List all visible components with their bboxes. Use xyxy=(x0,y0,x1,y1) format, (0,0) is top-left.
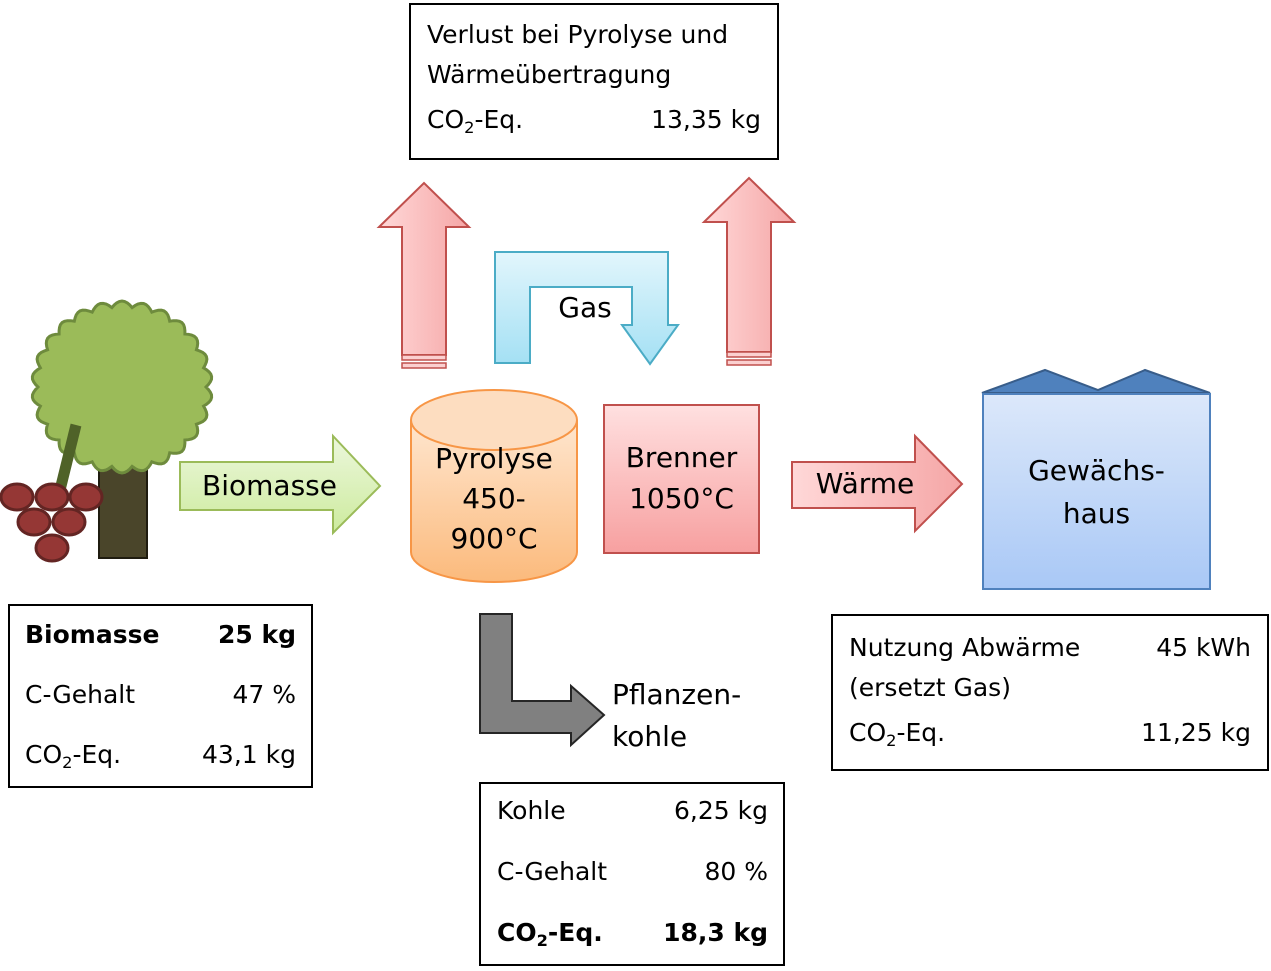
gas-label: Gas xyxy=(558,291,612,324)
loss-title-line1: Verlust bei Pyrolyse und xyxy=(427,20,729,49)
greenhouse-body xyxy=(982,393,1211,590)
biomass-mass-value: 25 kg xyxy=(217,620,296,649)
heat-co2-value: 11,25 kg xyxy=(1141,718,1251,747)
biochar-info-box: Kohle 6,25 kg C-Gehalt 80 % CO2-Eq. 18,3… xyxy=(479,782,785,966)
char-carbon-row: C-Gehalt 80 % xyxy=(497,857,768,918)
biomass-co2-value: 43,1 kg xyxy=(202,740,296,769)
char-co2-value: 18,3 kg xyxy=(663,918,768,947)
tree-icon xyxy=(0,299,214,563)
biomass-carbon-value: 47 % xyxy=(232,680,296,709)
heat-co2-label: CO2-Eq. xyxy=(849,718,946,750)
char-mass-value: 6,25 kg xyxy=(674,796,768,825)
greenhouse-label: Gewächs- haus xyxy=(983,450,1210,535)
biomass-co2-row: CO2-Eq. 43,1 kg xyxy=(25,740,296,772)
loss-title-line2: Wärmeübertragung xyxy=(427,60,672,89)
biomass-carbon-row: C-Gehalt 47 % xyxy=(25,680,296,740)
grapes-icon xyxy=(0,482,104,563)
char-carbon-value: 80 % xyxy=(704,857,768,886)
heat-usage-label-line2: (ersetzt Gas) xyxy=(849,673,1011,702)
burner-label-line1: Brenner xyxy=(625,441,738,474)
pyrolysis-label-line2: 450- xyxy=(462,481,526,515)
grape-stem xyxy=(54,423,82,492)
greenhouse-icon xyxy=(981,368,1211,590)
burner-label-line2: 1050°C xyxy=(629,482,734,516)
heat-usage-row: Nutzung Abwärme 45 kWh xyxy=(849,628,1251,668)
greenhouse-label-line1: Gewächs- xyxy=(1028,454,1165,487)
heat-usage-label-line1: Nutzung Abwärme xyxy=(849,633,1081,662)
char-mass-row: Kohle 6,25 kg xyxy=(497,796,768,857)
char-co2-row: CO2-Eq. 18,3 kg xyxy=(497,918,768,950)
loss-info-box: Verlust bei Pyrolyse und Wärmeübertragun… xyxy=(409,3,779,160)
biomass-co2-label: CO2-Eq. xyxy=(25,740,122,772)
char-mass-label: Kohle xyxy=(497,796,566,825)
pyrolysis-label: Pyrolyse 450- 900°C xyxy=(411,439,577,558)
biomass-mass-label: Biomasse xyxy=(25,620,160,649)
pyrolysis-reactor-shape xyxy=(410,389,578,583)
loss-co2-label: CO2-Eq. xyxy=(427,105,524,137)
heat-info-box: Nutzung Abwärme 45 kWh (ersetzt Gas) CO2… xyxy=(831,614,1269,771)
biomass-mass-row: Biomasse 25 kg xyxy=(25,620,296,680)
pyrolysis-label-line1: Pyrolyse xyxy=(435,442,553,475)
biochar-label: Pflanzen- kohle xyxy=(612,674,772,758)
heat-co2-row: CO2-Eq. 11,25 kg xyxy=(849,718,1251,750)
char-carbon-label: C-Gehalt xyxy=(497,857,608,886)
burner-label: Brenner 1050°C xyxy=(604,437,759,520)
biochar-label-line1: Pflanzen- xyxy=(612,678,742,711)
biochar-label-line2: kohle xyxy=(612,720,688,753)
biochar-arrow xyxy=(479,613,606,748)
biomass-arrow xyxy=(179,433,382,536)
burner-shape xyxy=(603,404,760,554)
heat-usage-value: 45 kWh xyxy=(1156,633,1251,662)
biomass-arrow-label: Biomasse xyxy=(202,469,337,502)
loss-co2-row: CO2-Eq. 13,35 kg xyxy=(427,105,761,137)
greenhouse-roof xyxy=(981,368,1211,394)
loss-arrow-left xyxy=(376,181,472,369)
tree-crown xyxy=(30,299,214,475)
gas-arrow xyxy=(494,251,680,366)
biomass-carbon-label: C-Gehalt xyxy=(25,680,136,709)
char-co2-label: CO2-Eq. xyxy=(497,918,603,950)
greenhouse-label-line2: haus xyxy=(1062,496,1131,530)
loss-co2-value: 13,35 kg xyxy=(651,105,761,134)
loss-title: Verlust bei Pyrolyse und Wärmeübertragun… xyxy=(427,15,761,95)
heat-arrow-label: Wärme xyxy=(815,467,915,500)
heat-arrow xyxy=(791,433,964,534)
loss-arrow-right xyxy=(701,176,797,366)
biomass-info-box: Biomasse 25 kg C-Gehalt 47 % CO2-Eq. 43,… xyxy=(8,604,313,788)
pyrolysis-label-line3: 900°C xyxy=(450,521,538,555)
